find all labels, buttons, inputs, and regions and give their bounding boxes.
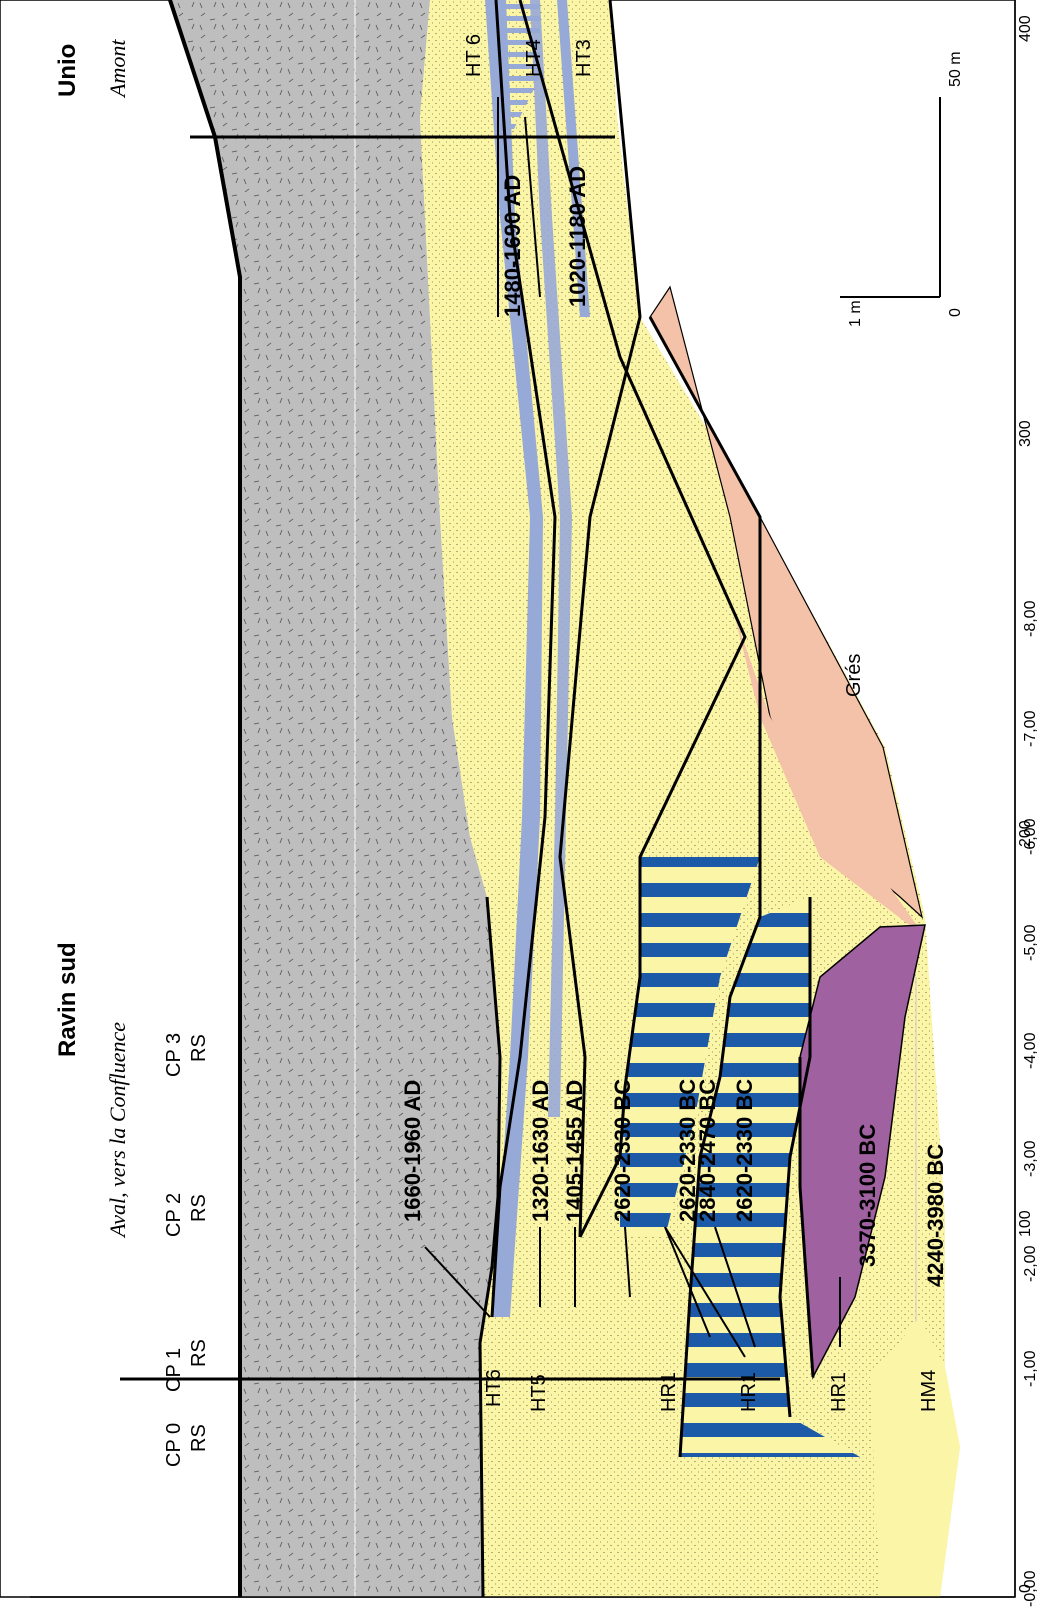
right-subtitle: Amont — [105, 39, 130, 99]
date-4240: 4240-3980 BC — [923, 1144, 948, 1287]
depth-tick-6: -6,00 — [1022, 818, 1039, 855]
date-2620-c: 2620-2330 BC — [732, 1079, 757, 1222]
dist-tick-100: 100 — [1017, 1210, 1034, 1237]
label-hr1-c: HR1 — [828, 1372, 850, 1412]
depth-tick-0: -0,00 — [1022, 1570, 1039, 1607]
date-1020: 1020-1180 AD — [565, 166, 590, 307]
scale-vertical-label: 1 m — [847, 300, 864, 327]
cp1-type: RS — [188, 1339, 210, 1367]
depth-tick-5: -5,00 — [1022, 924, 1039, 961]
contact-lines — [478, 0, 815, 1598]
left-subtitle: Aval, vers la Confluence — [105, 1022, 130, 1239]
salmon-unit — [649, 285, 925, 937]
date-2620-b: 2620-2330 BC — [675, 1079, 700, 1222]
depth-axis: -0,00 -1,00 -2,00 -3,00 -4,00 -5,00 -6,0… — [1022, 600, 1039, 1607]
label-ht6-left: HT6 — [483, 1369, 505, 1407]
right-title: Unio — [54, 44, 81, 97]
scale-horizontal-label: 50 m — [947, 51, 964, 87]
cp2-type: RS — [188, 1194, 210, 1222]
dist-tick-0: 0 — [1017, 1584, 1034, 1593]
scale-bar — [840, 97, 941, 298]
label-hr1-b: HR1 — [738, 1372, 760, 1412]
label-hm4: HM4 — [918, 1370, 940, 1412]
label-ht5: HT5 — [528, 1374, 550, 1412]
dist-tick-300: 300 — [1017, 420, 1034, 447]
date-1405: 1405-1455 AD — [562, 1080, 587, 1222]
date-1660: 1660-1960 AD — [400, 1080, 425, 1222]
lower-sand — [870, 1317, 960, 1597]
date-labels: 1660-1960 AD 1320-1630 AD 1405-1455 AD 2… — [400, 166, 948, 1287]
cp3-name: CP 3 — [163, 1033, 185, 1077]
depth-tick-2: -2,00 — [1022, 1245, 1039, 1282]
distance-axis: 0 100 200 300 400 — [1014, 0, 1034, 1597]
colluvium-unit — [168, 0, 500, 1597]
section-labels: CP 0 RS CP 1 RS CP 2 RS CP 3 RS — [163, 1033, 210, 1467]
label-ht3: HT3 — [573, 39, 595, 77]
depth-tick-4: -4,00 — [1022, 1032, 1039, 1069]
label-ht6-right: HT 6 — [463, 34, 485, 77]
label-hr1-a: HR1 — [658, 1372, 680, 1412]
date-2840: 2840-2470 BC — [695, 1079, 720, 1222]
depth-tick-3: -3,00 — [1022, 1140, 1039, 1177]
unit-labels: HT6 HT5 HR1 HR1 HR1 HM4 HT 6 HT4 HT3 Gré… — [463, 34, 940, 1412]
date-1320: 1320-1630 AD — [528, 1080, 553, 1222]
label-ht4: HT4 — [523, 39, 545, 77]
date-3370: 3370-3100 BC — [855, 1124, 880, 1267]
dist-tick-200: 200 — [1017, 820, 1034, 847]
cp0-name: CP 0 — [163, 1423, 185, 1467]
label-gres: Grés — [843, 654, 865, 697]
date-1480: 1480-1690 AD — [500, 175, 525, 317]
cp1-name: CP 1 — [163, 1348, 185, 1392]
scale-origin-label: 0 — [947, 308, 964, 317]
left-title: Ravin sud — [54, 942, 81, 1057]
depth-tick-8: -8,00 — [1022, 600, 1039, 637]
dist-tick-400: 400 — [1017, 15, 1034, 42]
cp3-type: RS — [188, 1034, 210, 1062]
depth-tick-1: -1,00 — [1022, 1350, 1039, 1387]
cp2-name: CP 2 — [163, 1193, 185, 1237]
date-arrows — [424, 97, 841, 1358]
date-2620-a: 2620-2330 BC — [610, 1079, 635, 1222]
depth-tick-7: -7,00 — [1022, 710, 1039, 747]
cp0-type: RS — [188, 1424, 210, 1452]
